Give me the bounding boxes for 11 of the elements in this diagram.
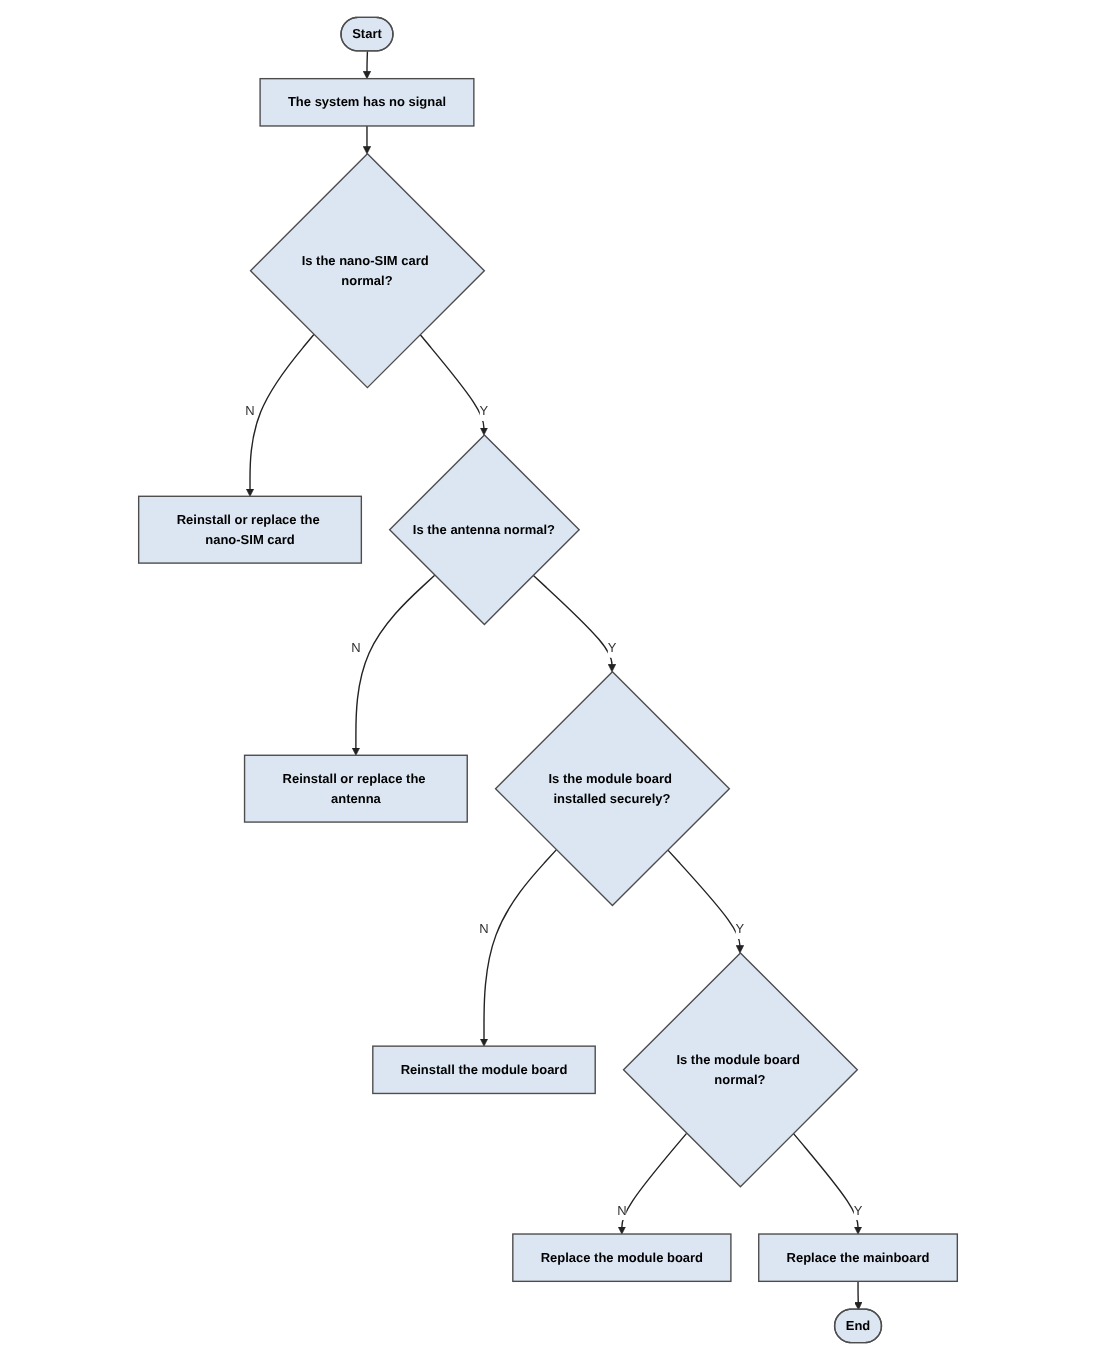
arrow [245,332,315,496]
arrow [792,1131,863,1234]
arrow [532,573,617,672]
arrow [479,848,557,1046]
arrow [667,848,745,953]
arrow [419,332,488,435]
arrow [351,573,436,755]
arrow [854,1279,863,1309]
arrow [617,1131,688,1234]
arrow [362,124,372,154]
arrow [362,49,372,79]
